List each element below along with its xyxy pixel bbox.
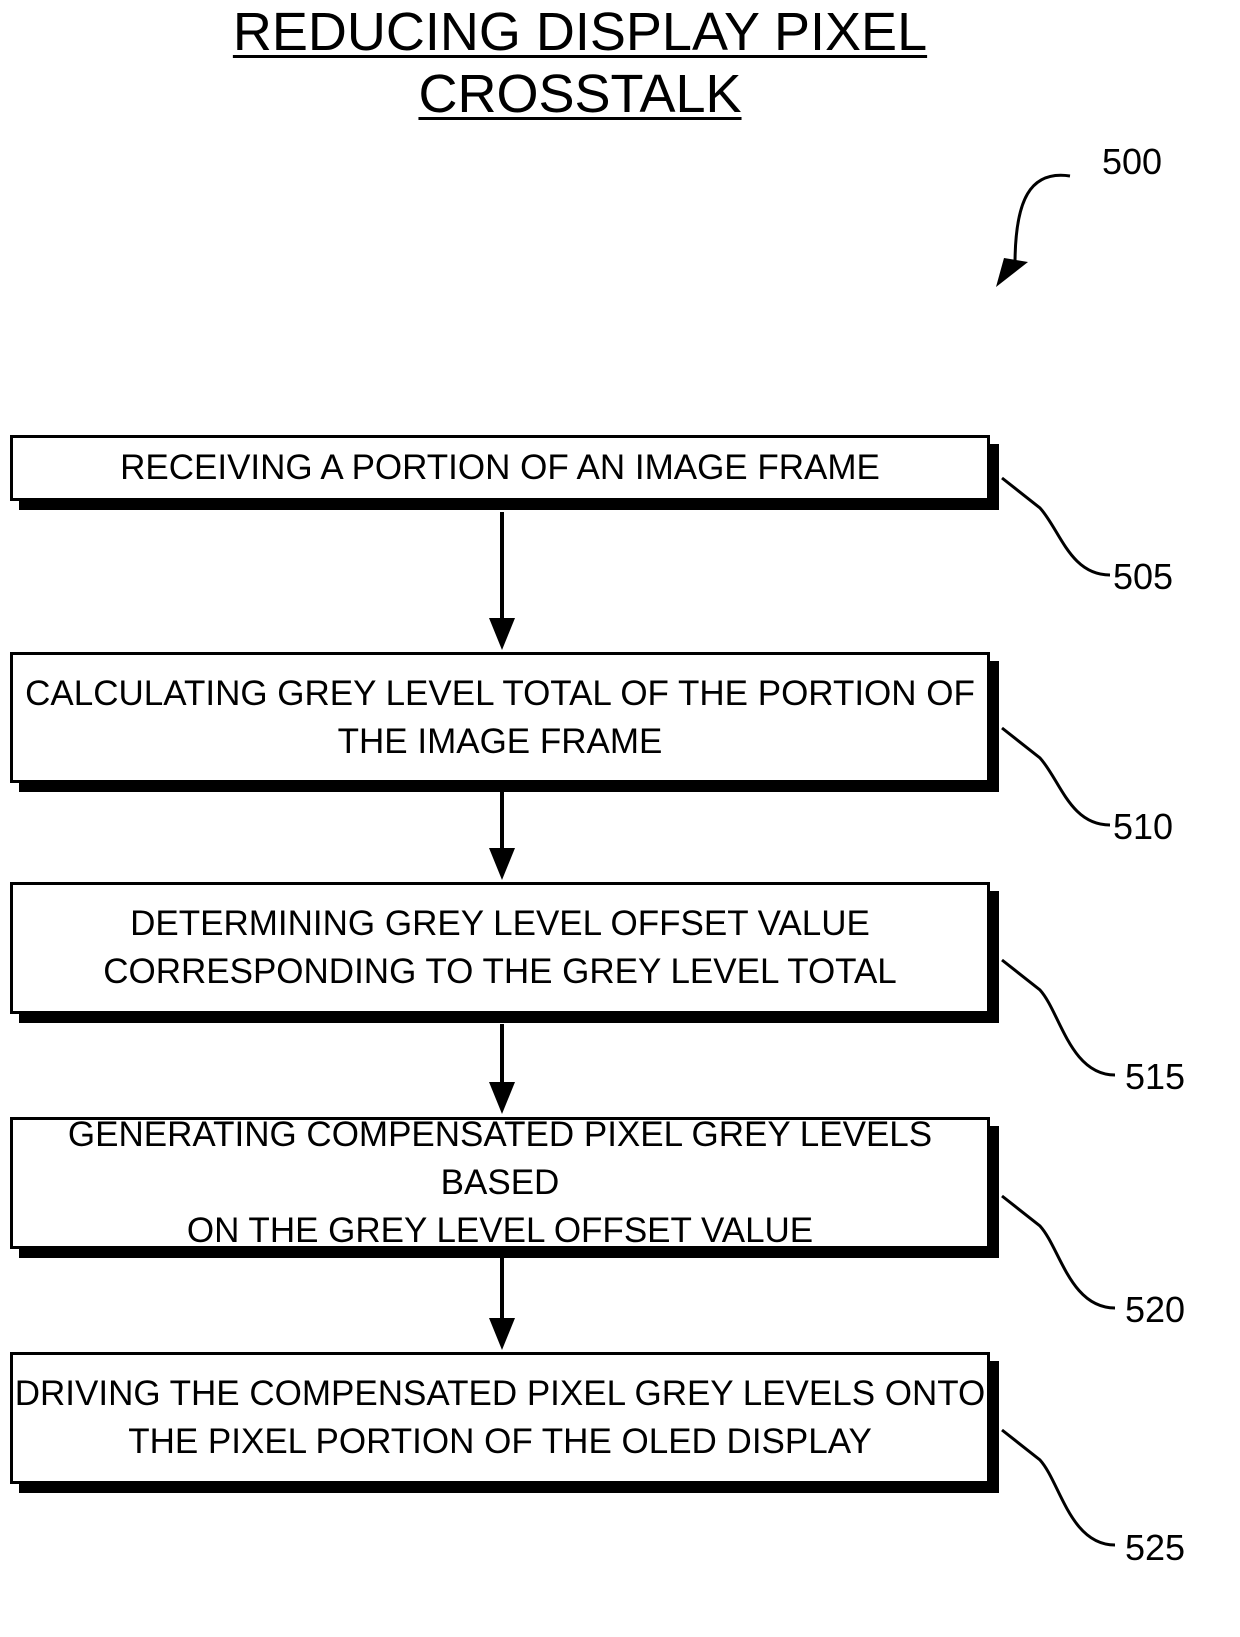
flow-arrow-515-520 xyxy=(489,1024,515,1114)
flow-arrow-505-510 xyxy=(489,512,515,650)
step-ref-525: 525 xyxy=(1125,1528,1185,1568)
step-box-515: DETERMINING GREY LEVEL OFFSET VALUE CORR… xyxy=(10,882,990,1014)
figure-pointer-arrowhead xyxy=(996,258,1028,287)
flow-arrow-520-525 xyxy=(489,1258,515,1350)
step-ref-510: 510 xyxy=(1113,807,1173,847)
step-520-text-line-2: ON THE GREY LEVEL OFFSET VALUE xyxy=(187,1207,813,1255)
step-ref-515: 515 xyxy=(1125,1057,1185,1097)
leader-line-525 xyxy=(1002,1430,1115,1545)
step-box-520: GENERATING COMPENSATED PIXEL GREY LEVELS… xyxy=(10,1117,990,1249)
flow-arrow-510-515 xyxy=(489,792,515,880)
step-510-text-line-2: THE IMAGE FRAME xyxy=(338,718,663,766)
leader-line-510 xyxy=(1002,728,1110,825)
step-515-text-line-1: DETERMINING GREY LEVEL OFFSET VALUE xyxy=(130,900,870,948)
step-box-510: CALCULATING GREY LEVEL TOTAL OF THE PORT… xyxy=(10,652,990,783)
figure-pointer-arrow xyxy=(1015,175,1070,265)
step-505-text: RECEIVING A PORTION OF AN IMAGE FRAME xyxy=(120,444,880,492)
step-box-525: DRIVING THE COMPENSATED PIXEL GREY LEVEL… xyxy=(10,1352,990,1484)
step-515-text-line-2: CORRESPONDING TO THE GREY LEVEL TOTAL xyxy=(103,948,897,996)
step-525-text-line-1: DRIVING THE COMPENSATED PIXEL GREY LEVEL… xyxy=(15,1370,986,1418)
leader-line-520 xyxy=(1002,1196,1115,1308)
step-ref-520: 520 xyxy=(1125,1290,1185,1330)
leader-line-505 xyxy=(1002,478,1110,575)
leader-line-515 xyxy=(1002,960,1115,1075)
step-525-text-line-2: THE PIXEL PORTION OF THE OLED DISPLAY xyxy=(128,1418,872,1466)
step-520-text-line-1: GENERATING COMPENSATED PIXEL GREY LEVELS… xyxy=(13,1111,987,1207)
step-ref-505: 505 xyxy=(1113,557,1173,597)
step-510-text-line-1: CALCULATING GREY LEVEL TOTAL OF THE PORT… xyxy=(25,670,975,718)
step-box-505: RECEIVING A PORTION OF AN IMAGE FRAME xyxy=(10,435,990,501)
